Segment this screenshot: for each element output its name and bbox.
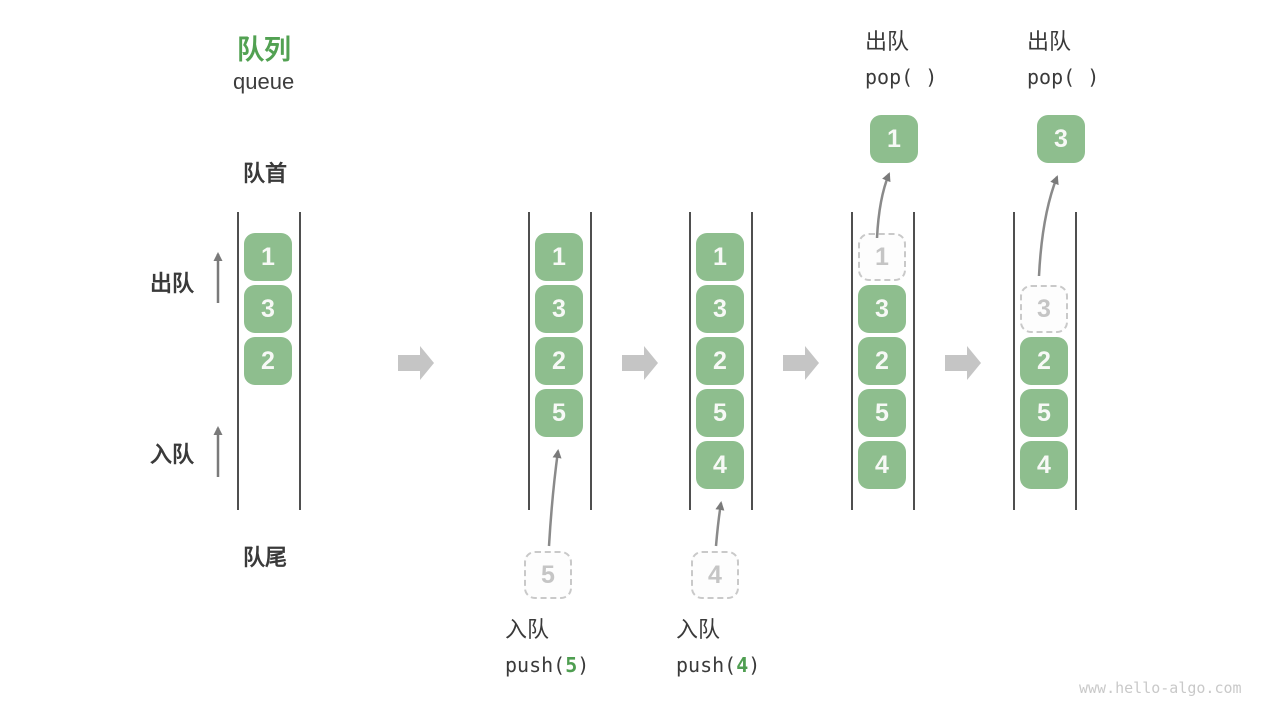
column-line [528, 212, 530, 510]
pending-item-dashed: 5 [524, 551, 572, 599]
queue-item: 3 [535, 285, 583, 333]
queue-item: 5 [696, 389, 744, 437]
column-line [299, 212, 301, 510]
popped-item: 3 [1037, 115, 1085, 163]
pop-code: pop( ) [865, 65, 938, 89]
queue-item-dashed: 1 [858, 233, 906, 281]
pop-1-caption: 出队 pop( ) [865, 24, 937, 89]
queue-item: 2 [1020, 337, 1068, 385]
queue-item: 5 [535, 389, 583, 437]
state-transition-arrow-icon [783, 346, 819, 380]
queue-item: 3 [858, 285, 906, 333]
queue-item: 5 [1020, 389, 1068, 437]
code-text: ) [748, 653, 761, 677]
label-queue-front: 队首 [243, 161, 288, 186]
label-enqueue-side: 入队 [150, 442, 195, 467]
queue-item: 2 [696, 337, 744, 385]
column-line [913, 212, 915, 510]
queue-item: 2 [535, 337, 583, 385]
code-text: push( [676, 653, 737, 677]
queue-item: 3 [696, 285, 744, 333]
code-arg: 5 [565, 653, 578, 677]
queue-item: 2 [244, 337, 292, 385]
code-text: push( [505, 653, 566, 677]
queue-item: 5 [858, 389, 906, 437]
queue-item: 1 [244, 233, 292, 281]
queue-item: 4 [858, 441, 906, 489]
queue-item: 3 [244, 285, 292, 333]
pop-1-arrow-icon [875, 172, 891, 239]
push-5-code: push(5) [505, 653, 589, 677]
queue-item: 1 [535, 233, 583, 281]
pop-code: pop( ) [1027, 65, 1100, 89]
enqueue-op-label: 入队 [676, 617, 721, 642]
state-transition-arrow-icon [622, 346, 658, 380]
state-transition-arrow-icon [945, 346, 981, 380]
label-queue-rear: 队尾 [243, 545, 288, 570]
code-text: ) [577, 653, 590, 677]
watermark: www.hello-algo.com [1079, 679, 1242, 697]
push-5-arrow-icon [547, 449, 562, 547]
label-dequeue-side: 出队 [150, 271, 195, 296]
pending-item-dashed: 4 [691, 551, 739, 599]
column-line [1075, 212, 1077, 510]
push-4-caption: 入队 push(4) [676, 612, 760, 677]
column-line [689, 212, 691, 510]
pop-3-arrow-icon [1037, 175, 1059, 277]
title-zh: 队列 [237, 35, 291, 65]
queue-item: 4 [696, 441, 744, 489]
code-arg: 4 [736, 653, 749, 677]
state-transition-arrow-icon [398, 346, 434, 380]
column-line [751, 212, 753, 510]
queue-item: 2 [858, 337, 906, 385]
column-line [237, 212, 239, 510]
push-4-arrow-icon [714, 501, 725, 547]
push-5-caption: 入队 push(5) [505, 612, 589, 677]
queue-item: 1 [696, 233, 744, 281]
title-en: queue [233, 69, 295, 94]
push-4-code: push(4) [676, 653, 760, 677]
column-line [851, 212, 853, 510]
popped-item: 1 [870, 115, 918, 163]
pop-3-caption: 出队 pop( ) [1027, 24, 1099, 89]
dequeue-op-label: 出队 [1027, 29, 1072, 54]
enqueue-op-label: 入队 [505, 617, 550, 642]
column-line [590, 212, 592, 510]
queue-item-dashed: 3 [1020, 285, 1068, 333]
dequeue-op-label: 出队 [865, 29, 910, 54]
column-line [1013, 212, 1015, 510]
queue-item: 4 [1020, 441, 1068, 489]
